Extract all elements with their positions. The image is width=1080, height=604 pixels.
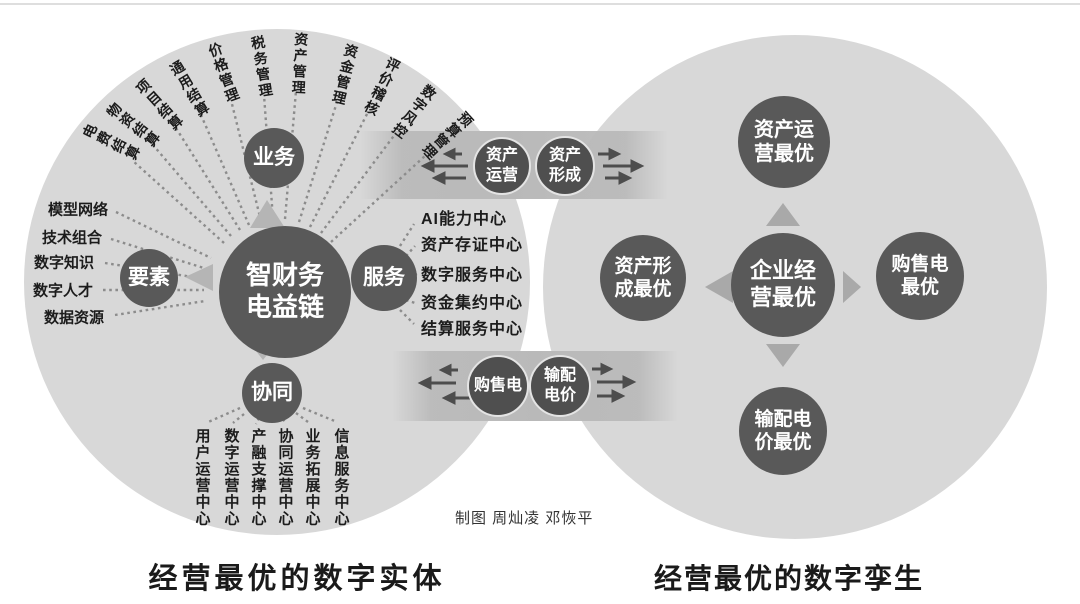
grid-tariff-bridge-node: 输配电价 — [529, 355, 591, 417]
twin-triangle-arrows — [705, 203, 861, 367]
elements-node: 要素 — [120, 249, 178, 307]
twin-arrow-down-icon — [766, 344, 800, 367]
services-node: 服务 — [351, 245, 417, 311]
twin-arrow-left-icon — [705, 271, 733, 303]
service-item: 数字服务中心 — [421, 267, 524, 284]
twin-right-node: 购售电最优 — [876, 232, 964, 320]
band-bottom-left-arrows — [417, 363, 478, 405]
service-item: AI能力中心 — [421, 211, 508, 228]
band-bottom-right-arrows — [592, 362, 637, 403]
fan-left-label: 模型网络 — [47, 201, 109, 219]
fan-left-label: 数字知识 — [33, 254, 95, 272]
fan-bottom-label: 用户运营中心 — [193, 428, 211, 527]
caption-digital-entity: 经营最优的数字实体 — [148, 563, 446, 595]
fan-top-label: 资产管理 — [290, 31, 310, 97]
collaboration-node: 协同 — [242, 363, 302, 423]
fan-bottom-label: 业务拓展中心 — [303, 428, 321, 527]
twin-arrow-up-icon — [766, 203, 800, 226]
band-top-left-arrows — [420, 147, 468, 185]
hub-node: 智财务电益链 — [219, 226, 351, 358]
twin-bottom-node: 输配电价最优 — [739, 387, 827, 475]
fan-bottom-label: 信息服务中心 — [332, 428, 350, 527]
band-top-right-arrows — [598, 147, 645, 185]
twin-arrow-right-icon — [843, 271, 861, 303]
top-divider — [0, 3, 1080, 5]
hub-arrow-left-icon — [185, 264, 213, 291]
fan-bottom-label: 数字运营中心 — [222, 428, 240, 527]
asset-operation-bridge-node: 资产运营 — [473, 137, 531, 195]
fan-bottom-label: 协同运营中心 — [276, 428, 294, 527]
twin-top-node: 资产运营最优 — [738, 96, 830, 188]
caption-digital-twin: 经营最优的数字孪生 — [653, 563, 925, 594]
service-item: 资金集约中心 — [421, 295, 524, 312]
business-node: 业务 — [244, 128, 304, 188]
fan-left-label: 技术组合 — [41, 229, 103, 247]
top-fan-rays — [132, 90, 427, 244]
fan-bottom-label: 产融支撑中心 — [249, 428, 267, 527]
hub-arrow-up-icon — [250, 200, 285, 228]
credit-line: 制图 周灿凌 邓恢平 — [455, 510, 594, 527]
fan-left-label: 数据资源 — [43, 309, 105, 327]
service-item: 结算服务中心 — [421, 321, 524, 338]
fan-left-label: 数字人才 — [32, 282, 94, 300]
power-trading-bridge-node: 购售电 — [467, 355, 529, 417]
twin-center-node: 企业经营最优 — [731, 233, 835, 337]
twin-left-node: 资产形成最优 — [600, 235, 686, 321]
asset-formation-bridge-node: 资产形成 — [535, 136, 595, 196]
service-item: 资产存证中心 — [421, 237, 524, 254]
